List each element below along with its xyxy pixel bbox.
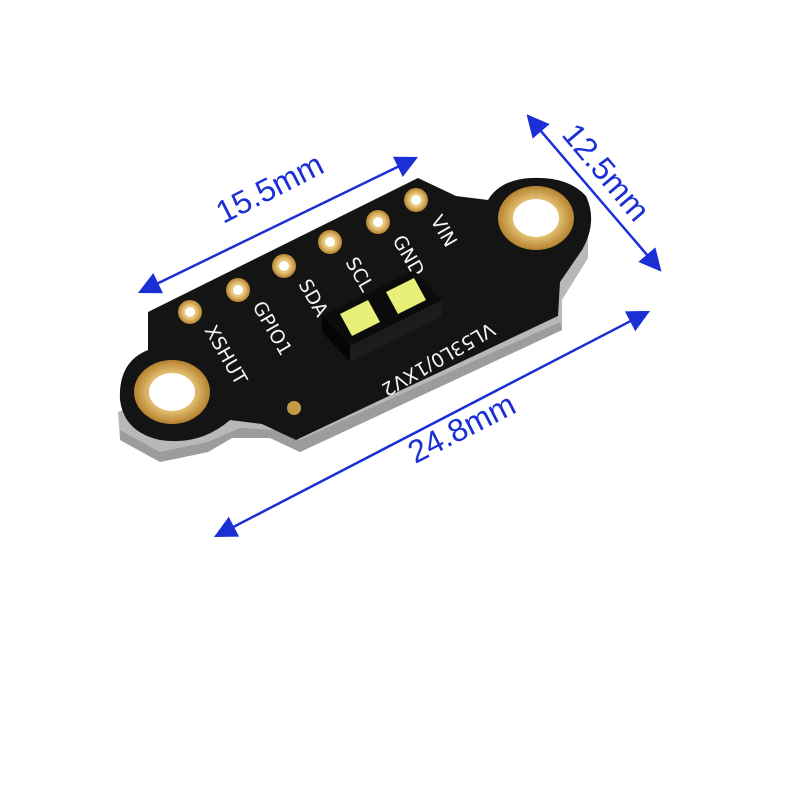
pad-gnd [366, 210, 390, 234]
mounting-hole-left [134, 360, 210, 424]
height-dimension-arrow [526, 114, 662, 272]
pad-scl [318, 230, 342, 254]
width-dimension-arrow [137, 156, 419, 294]
pad-gpio1 [226, 278, 250, 302]
length-dimension-arrow [214, 310, 650, 538]
pad-xshut [178, 300, 202, 324]
mounting-hole-right [498, 186, 574, 250]
via-dot [287, 401, 301, 415]
pad-vin [404, 188, 428, 212]
pad-sda [272, 254, 296, 278]
